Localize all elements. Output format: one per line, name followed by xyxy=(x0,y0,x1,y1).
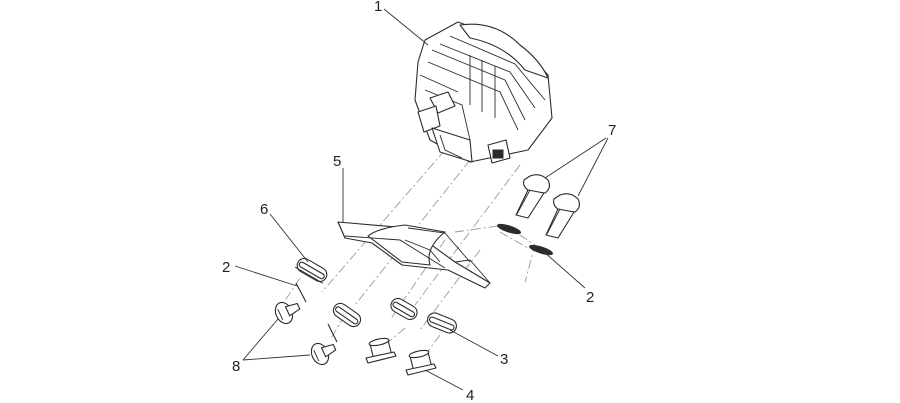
callout-1: 1 xyxy=(374,0,382,15)
callout-6: 6 xyxy=(260,201,268,218)
grommet-part xyxy=(294,257,457,334)
push-rivet-part xyxy=(274,301,337,366)
callout-5: 5 xyxy=(333,153,341,170)
callout-2-right: 2 xyxy=(586,289,594,306)
leader-lines xyxy=(234,8,609,391)
callout-8: 8 xyxy=(232,358,240,375)
callout-3: 3 xyxy=(500,351,508,368)
mounting-bracket-part xyxy=(337,221,491,289)
callout-7: 7 xyxy=(608,122,616,139)
callout-labels: 1 2 2 3 4 5 6 7 8 xyxy=(222,0,616,403)
actuator-housing-part xyxy=(414,21,553,164)
bolt-part xyxy=(515,174,581,239)
spacer-sleeve-part xyxy=(365,337,437,376)
callout-2-left: 2 xyxy=(222,259,230,276)
washer-part xyxy=(295,223,553,343)
callout-4: 4 xyxy=(466,387,474,403)
